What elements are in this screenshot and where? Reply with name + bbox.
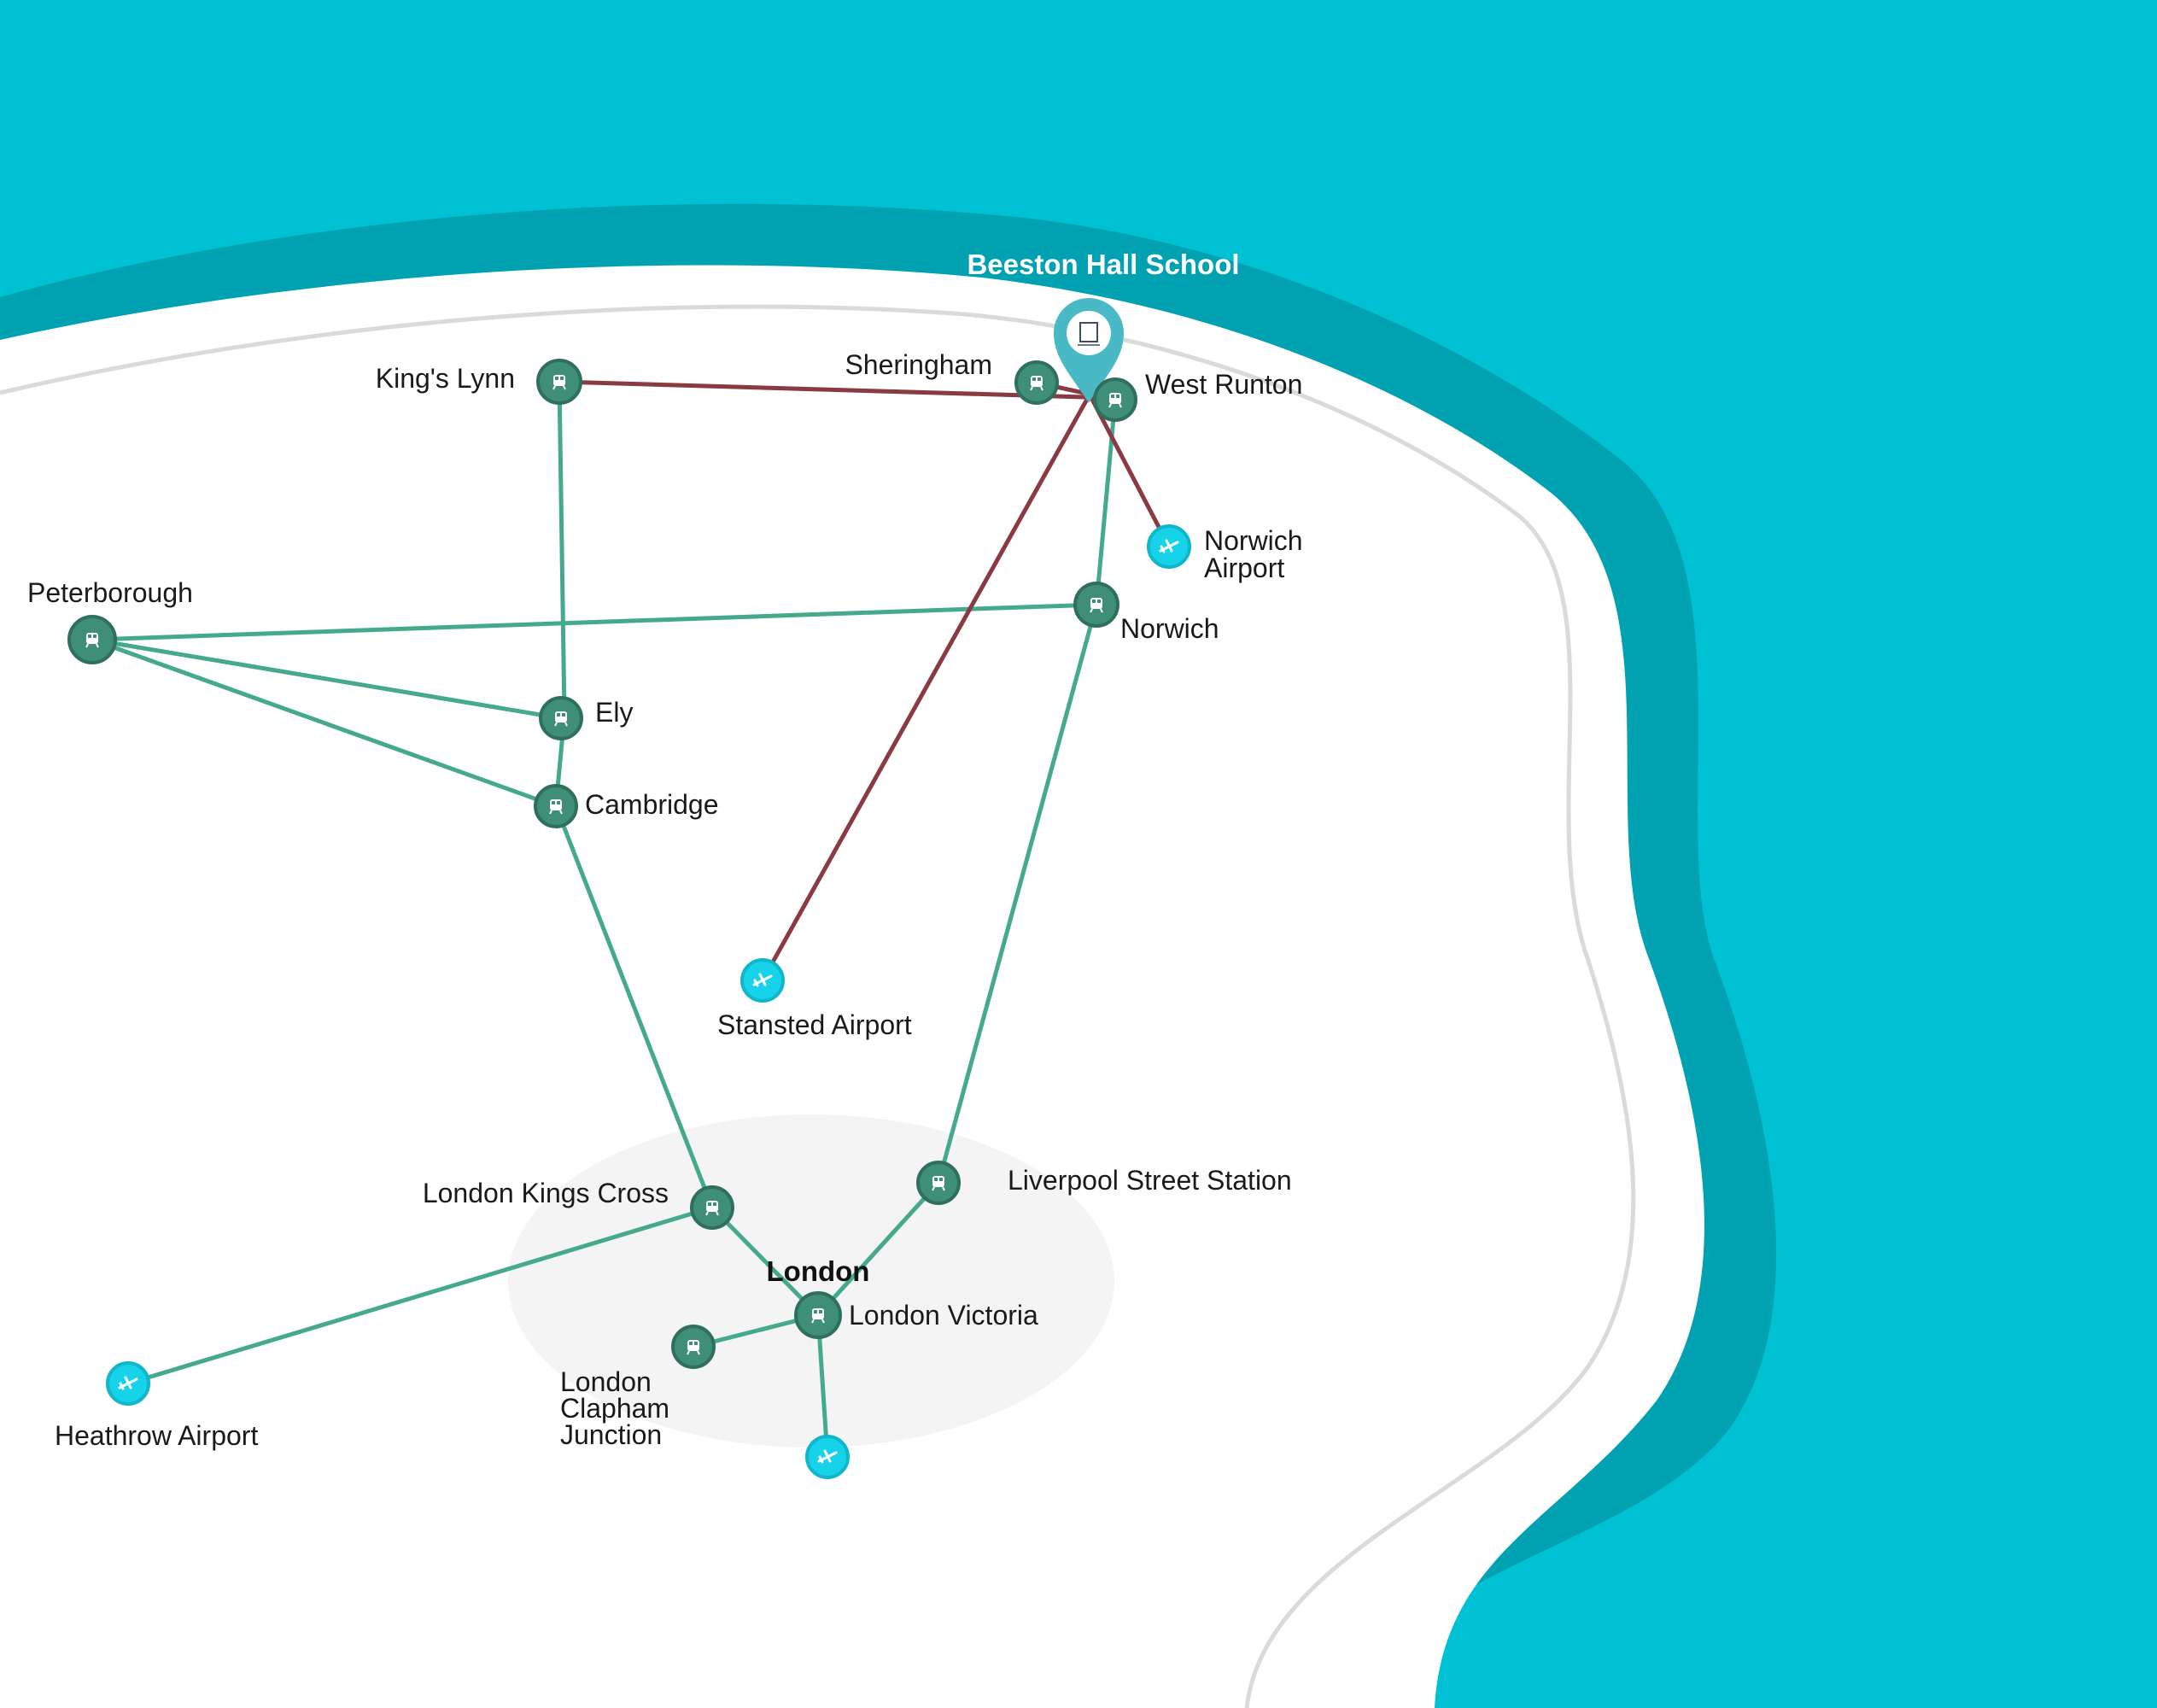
school-name: Beeston Hall School [967,249,1239,280]
label-sheringham: Sheringham [845,349,992,380]
station-sheringham[interactable] [1014,360,1059,405]
label-clapham-3: Junction [560,1419,662,1450]
label-clapham-1: London [560,1366,652,1397]
label-west-runton: West Runton [1145,369,1302,400]
label-cambridge: Cambridge [585,789,719,820]
land [0,265,1704,1708]
label-heathrow: Heathrow Airport [55,1420,258,1451]
label-stansted: Stansted Airport [717,1009,912,1040]
label-london-victoria: London Victoria [849,1300,1038,1331]
label-peterborough: Peterborough [27,577,193,608]
school-pin[interactable] [1054,298,1124,403]
london-area [508,1114,1114,1448]
station-london-kings-cross[interactable] [690,1185,734,1230]
region-label-london: London [767,1255,870,1287]
airport-heathrow[interactable] [106,1361,150,1406]
station-kings-lynn[interactable] [536,359,582,405]
label-ely: Ely [595,697,633,728]
label-norwich-airport-2: Airport [1204,553,1284,583]
label-kings-lynn: King's Lynn [376,363,515,394]
label-norwich-airport-1: Norwich [1204,525,1303,556]
station-london-victoria[interactable] [794,1291,842,1339]
airport-norwich[interactable] [1147,524,1191,569]
station-ely[interactable] [539,696,583,740]
label-norwich: Norwich [1120,613,1219,644]
airport-stansted[interactable] [740,958,785,1003]
coast-outline [0,304,1636,1708]
station-cambridge[interactable] [534,784,578,828]
station-norwich[interactable] [1073,582,1119,628]
airport-gatwick[interactable] [805,1435,850,1479]
label-liverpool-street: Liverpool Street Station [1008,1165,1292,1196]
station-london-clapham-junction[interactable] [671,1325,716,1369]
label-clapham-2: Clapham [560,1393,669,1424]
station-peterborough[interactable] [67,615,117,664]
label-kings-cross: London Kings Cross [423,1178,669,1208]
station-liverpool-street[interactable] [916,1161,961,1205]
school-crest-icon [1079,322,1098,342]
station-west-runton[interactable] [1093,377,1137,422]
